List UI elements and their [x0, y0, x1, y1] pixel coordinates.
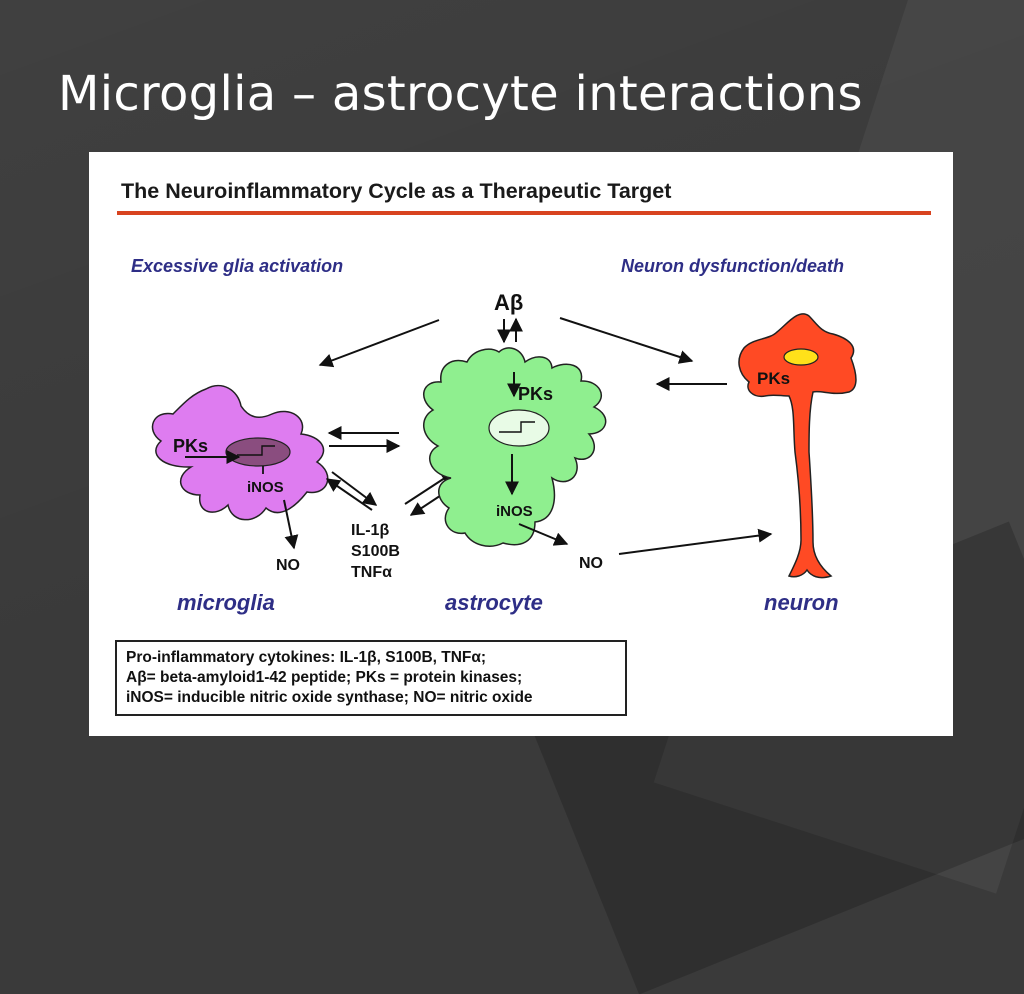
microglia-no-label: NO — [276, 557, 300, 574]
cytokine-tnfa: TNFα — [351, 564, 392, 581]
arrow-microglia-inos-to-no — [283, 499, 299, 550]
legend-box: Pro-inflammatory cytokines: IL-1β, S100B… — [115, 640, 627, 716]
arrow-astrocyte-inos-to-no — [518, 523, 569, 546]
astrocyte-gene-symbol — [499, 421, 535, 433]
arrow-no-to-neuron — [618, 528, 773, 555]
title-rule — [117, 211, 931, 215]
arrow-cytokines-to-microglia — [325, 478, 373, 511]
arrow-abeta-to-microglia — [318, 319, 440, 368]
cytokine-il1b: IL-1β — [351, 522, 389, 539]
cytokine-s100b: S100B — [351, 543, 400, 560]
caption-microglia: microglia — [177, 590, 275, 615]
abeta-label: Aβ — [494, 290, 523, 315]
astrocyte-inos-label: iNOS — [496, 503, 533, 520]
neuron-nucleus — [783, 348, 819, 366]
arrow-microglia-to-cytokines — [331, 471, 378, 506]
astrocyte-pks-label: PKs — [518, 384, 553, 404]
microglia-pks-label: PKs — [173, 436, 208, 456]
astrocyte-cell — [423, 347, 607, 547]
microglia-nucleus — [225, 437, 291, 467]
legend-line-cytokines: Pro-inflammatory cytokines: IL-1β, S100B… — [126, 649, 487, 666]
astrocyte-nucleus — [488, 409, 550, 447]
microglia-gene-symbol — [237, 445, 275, 456]
heading-neuron-dysfunction: Neuron dysfunction/death — [621, 256, 844, 276]
microglia-inos-label: iNOS — [247, 479, 284, 496]
figure-title: The Neuroinflammatory Cycle as a Therape… — [121, 179, 671, 203]
legend-line-inos: iNOS= inducible nitric oxide synthase; N… — [126, 689, 533, 706]
heading-glia-activation: Excessive glia activation — [131, 256, 343, 276]
caption-neuron: neuron — [764, 590, 839, 615]
diagram-figure: The Neuroinflammatory Cycle as a Therape… — [89, 152, 953, 736]
caption-astrocyte: astrocyte — [445, 590, 543, 615]
diagram-canvas: The Neuroinflammatory Cycle as a Therape… — [117, 179, 931, 615]
astrocyte-no-label: NO — [579, 555, 603, 572]
legend-line-abeta: Aβ= beta-amyloid1-42 peptide; PKs = prot… — [126, 669, 523, 686]
neuron-pks-label: PKs — [757, 369, 790, 388]
slide-title: Microglia – astrocyte interactions — [58, 66, 863, 122]
arrow-abeta-to-neuron — [559, 317, 694, 364]
neuron-cell — [738, 313, 857, 579]
